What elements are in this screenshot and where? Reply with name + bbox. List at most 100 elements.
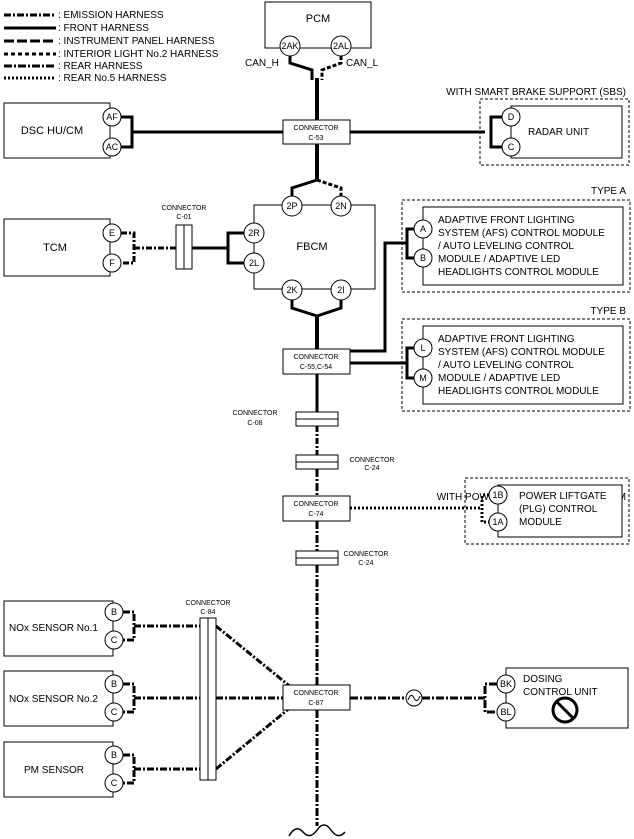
plg-pin-1b: 1B (492, 490, 503, 500)
afs-b-line3: / AUTO LEVELING CONTROL (438, 360, 574, 371)
connector-c74: CONNECTOR C-74 (282, 495, 351, 522)
legend-front: : FRONT HARNESS (58, 23, 149, 34)
dsc-title: DSC HU/CM (21, 125, 83, 137)
tcm-pin-e: E (109, 228, 115, 238)
c24a-number: C-24 (364, 465, 379, 472)
nox1-pin-b: B (111, 607, 117, 617)
fbcm-module: FBCM 2P 2N 2R 2L 2K 2I (243, 195, 376, 301)
c08-label: CONNECTOR (233, 410, 278, 417)
fbcm-title: FBCM (296, 241, 327, 253)
plg-module: WITH POWER LIFTGATE (PLG) SYSTEM POWER L… (437, 477, 630, 545)
wavy-break-icon (288, 824, 346, 837)
plg-line1: POWER LIFTGATE (519, 491, 607, 502)
harness-crossing-icon (405, 689, 423, 707)
legend: : EMISSION HARNESS : FRONT HARNESS : INS… (4, 10, 219, 84)
pcm-module: PCM 2AK 2AL CAN_H CAN_L (245, 1, 379, 69)
legend-interior: : INTERIOR LIGHT No.2 HARNESS (58, 49, 219, 60)
fbcm-pin-2n: 2N (335, 201, 347, 211)
afs-a-line4: MODULE / ADAPTIVE LED (438, 254, 560, 265)
pm-pin-b: B (111, 750, 117, 760)
connector-c55-c54: CONNECTOR C-55,C-54 (282, 348, 351, 375)
legend-rear5: : REAR No.5 HARNESS (58, 73, 167, 84)
c24b-number: C-24 (358, 560, 373, 567)
tcm-title: TCM (43, 242, 67, 254)
afs-a-line3: / AUTO LEVELING CONTROL (438, 241, 574, 252)
dsc-module: DSC HU/CM AF AC (3, 102, 122, 159)
legend-instrument: : INSTRUMENT PANEL HARNESS (58, 36, 215, 47)
c53-number: C-53 (308, 135, 323, 142)
c01-number: C-01 (176, 214, 191, 221)
nox1-pin-c: C (111, 635, 118, 645)
plg-line2: (PLG) CONTROL (519, 504, 598, 515)
tcm-module: TCM E F (3, 218, 122, 277)
c5554-number: C-55,C-54 (300, 364, 332, 371)
c53-label: CONNECTOR (294, 125, 339, 132)
fbcm-pin-2i: 2I (337, 285, 345, 295)
pm-sensor: PM SENSOR B C (3, 741, 124, 798)
afs-b-caption: TYPE B (590, 306, 626, 317)
connector-c84: CONNECTOR C-84 (186, 600, 231, 781)
fbcm-pin-2p: 2P (286, 201, 297, 211)
can-h-label: CAN_H (245, 58, 279, 69)
radar-caption: WITH SMART BRAKE SUPPORT (SBS) (446, 87, 626, 98)
connector-c24-upper: CONNECTOR C-24 (295, 454, 395, 472)
connector-c01: CONNECTOR C-01 (162, 205, 207, 270)
dsc-pin-af: AF (106, 112, 118, 122)
nox2-pin-c: C (111, 707, 118, 717)
c87-number: C-87 (308, 700, 323, 707)
plg-line3: MODULE (519, 517, 562, 528)
dosing-line2: CONTROL UNIT (523, 687, 598, 698)
plg-pin-1a: 1A (492, 517, 503, 527)
afs-a-pin-b: B (420, 253, 426, 263)
can-l-label: CAN_L (346, 58, 379, 69)
c84-label: CONNECTOR (186, 600, 231, 607)
nox-sensor-2: NOx SENSOR No.2 B C (3, 670, 124, 727)
radar-pin-d: D (508, 112, 515, 122)
nox2-title: NOx SENSOR No.2 (9, 694, 98, 705)
fbcm-pin-2k: 2K (286, 285, 297, 295)
c84-number: C-84 (200, 609, 215, 616)
fbcm-pin-2l: 2L (249, 258, 259, 268)
afs-a-pin-a: A (420, 224, 426, 234)
pm-title: PM SENSOR (24, 765, 84, 776)
c87-label: CONNECTOR (294, 690, 339, 697)
nox-sensor-1: NOx SENSOR No.1 B C (3, 600, 124, 657)
pm-pin-c: C (111, 778, 118, 788)
nox1-title: NOx SENSOR No.1 (9, 623, 98, 634)
radar-pin-c: C (508, 142, 515, 152)
dosing-line1: DOSING (523, 674, 563, 685)
afs-b-pin-l: L (420, 343, 425, 353)
dsc-pin-ac: AC (106, 142, 119, 152)
pcm-title: PCM (306, 13, 330, 25)
c24b-label: CONNECTOR (344, 551, 389, 558)
legend-rear: : REAR HARNESS (58, 61, 143, 72)
prohibited-icon (551, 696, 579, 724)
pcm-pin-2al: 2AL (333, 41, 349, 51)
dosing-pin-bl: BL (500, 707, 511, 717)
afs-type-b-module: TYPE B ADAPTIVE FRONT LIGHTING SYSTEM (A… (401, 306, 631, 412)
pcm-pin-2ak: 2AK (281, 41, 298, 51)
c74-number: C-74 (308, 511, 323, 518)
afs-b-pin-m: M (419, 373, 427, 383)
c74-label: CONNECTOR (294, 501, 339, 508)
fbcm-pin-2r: 2R (248, 228, 260, 238)
afs-b-line4: MODULE / ADAPTIVE LED (438, 373, 560, 384)
afs-a-caption: TYPE A (591, 186, 626, 197)
nox2-pin-b: B (111, 679, 117, 689)
connector-c53: CONNECTOR C-53 (282, 119, 351, 145)
afs-a-line5: HEADLIGHTS CONTROL MODULE (438, 267, 599, 278)
connector-c24-lower: CONNECTOR C-24 (295, 550, 389, 567)
c24a-label: CONNECTOR (350, 457, 395, 464)
connector-c08: CONNECTOR C-08 (233, 410, 339, 427)
c08-number: C-08 (247, 420, 262, 427)
afs-a-line2: SYSTEM (AFS) CONTROL MODULE (438, 228, 605, 239)
afs-b-line2: SYSTEM (AFS) CONTROL MODULE (438, 347, 605, 358)
legend-emission: : EMISSION HARNESS (58, 10, 164, 21)
c5554-label: CONNECTOR (294, 354, 339, 361)
c01-label: CONNECTOR (162, 205, 207, 212)
radar-module: WITH SMART BRAKE SUPPORT (SBS) RADAR UNI… (446, 87, 630, 166)
connector-c87: CONNECTOR C-87 (282, 684, 351, 711)
afs-type-a-module: TYPE A ADAPTIVE FRONT LIGHTING SYSTEM (A… (401, 186, 631, 293)
afs-a-line1: ADAPTIVE FRONT LIGHTING (438, 215, 575, 226)
